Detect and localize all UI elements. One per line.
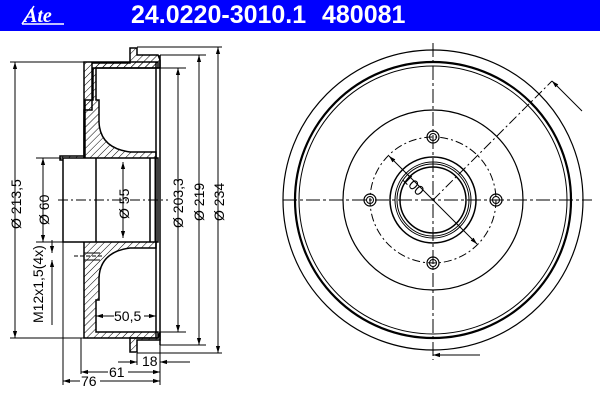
ate-logo-icon: Ate: [21, 5, 64, 27]
part-number: 24.0220-3010.1: [131, 1, 307, 29]
dim-60: Ø 60: [36, 194, 52, 225]
dim-61: 61: [109, 364, 125, 380]
dim-203-3: Ø 203,3: [170, 178, 186, 228]
reference-number: 480081: [322, 1, 406, 29]
title-bar: Ate 24.0220-3010.1 480081: [0, 0, 600, 31]
svg-text:Ate: Ate: [22, 5, 52, 27]
dim-thread: M12x1,5(4x): [30, 245, 46, 323]
dim-234: Ø 234: [211, 183, 227, 221]
front-view: [282, 43, 592, 360]
dim-76: 76: [81, 373, 97, 389]
section-view: [10, 46, 222, 385]
dim-213-5: Ø 213,5: [8, 179, 24, 229]
dim-55: Ø 55: [116, 188, 132, 219]
dim-18: 18: [142, 353, 158, 369]
section-dimension-labels: Ø 213,5 Ø 60 Ø 55 Ø 203,3 Ø 219 Ø 234 M1…: [8, 178, 227, 389]
dim-219: Ø 219: [191, 183, 207, 221]
dim-50-5: 50,5: [114, 308, 141, 324]
